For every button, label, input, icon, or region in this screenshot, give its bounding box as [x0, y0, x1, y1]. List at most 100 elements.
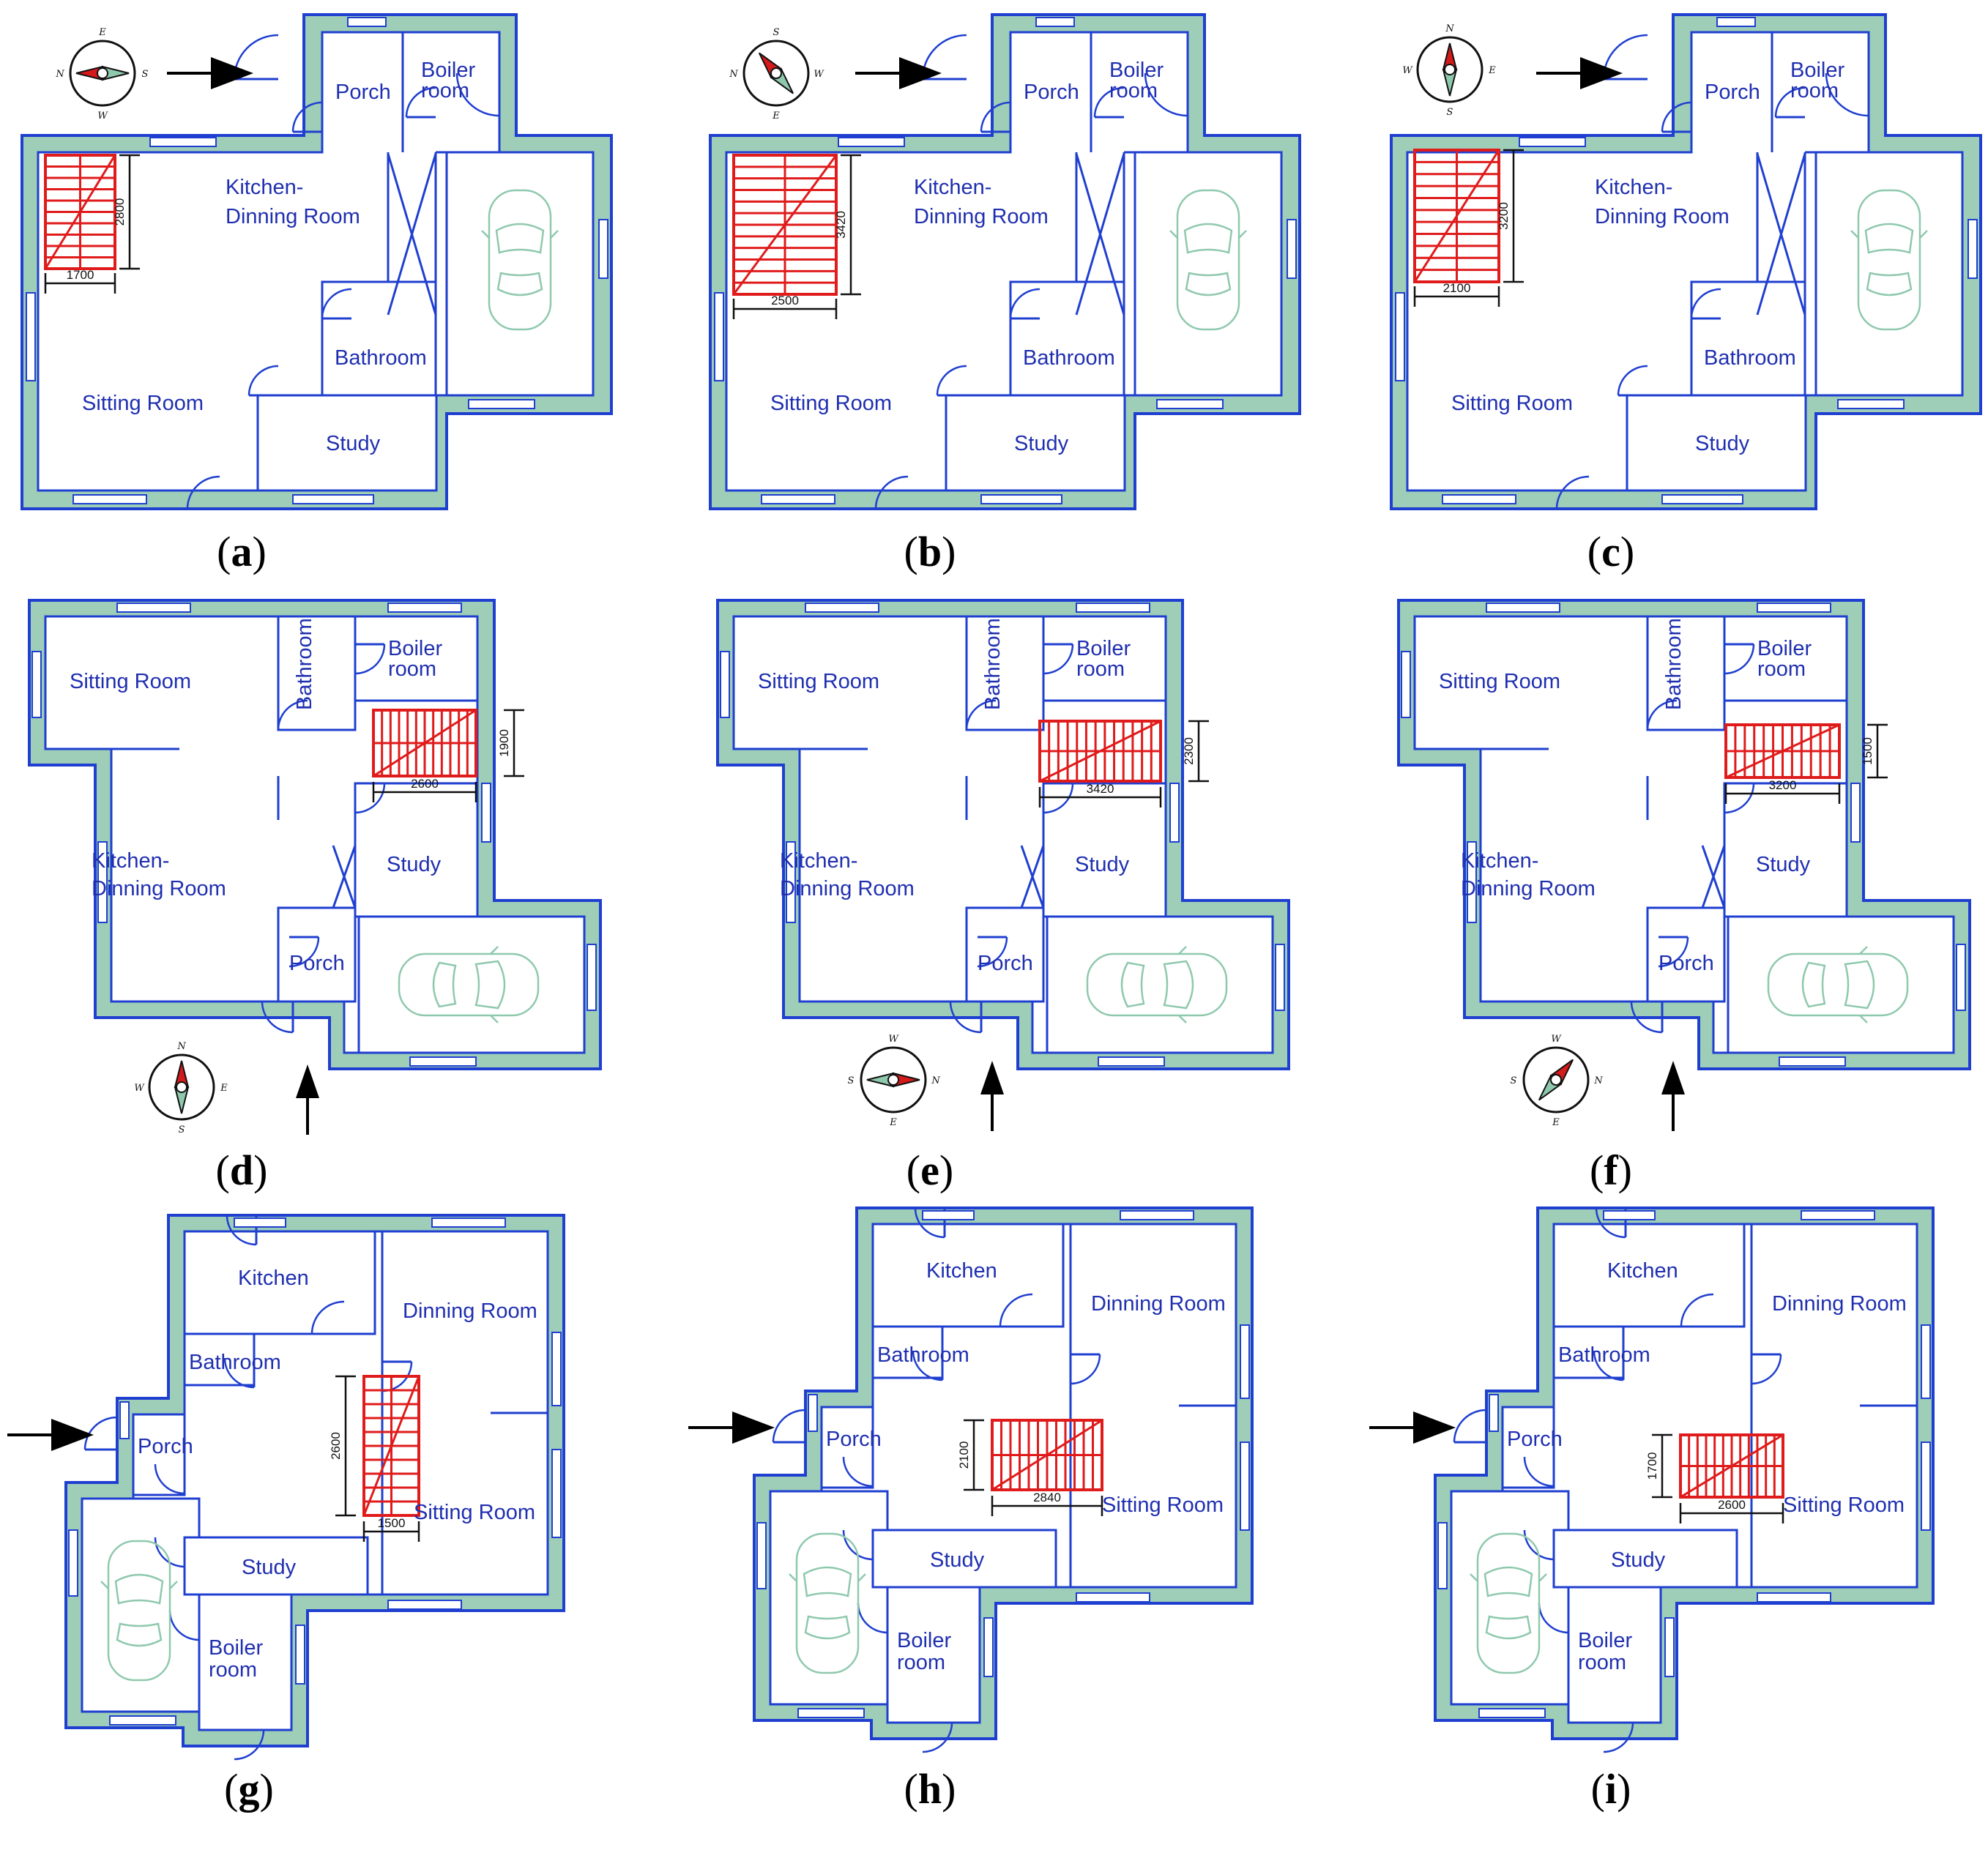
- dimension-horizontal: 2500: [771, 294, 799, 307]
- window: [1837, 399, 1905, 409]
- window: [68, 1529, 78, 1597]
- dimension-horizontal: 3200: [1769, 778, 1797, 792]
- car-rear-window: [1185, 272, 1232, 296]
- study-door: [247, 365, 279, 397]
- garage-room: [81, 1497, 201, 1713]
- window: [109, 1715, 176, 1726]
- caption-i: (i): [1538, 1764, 1684, 1813]
- door-arc: [1724, 644, 1755, 675]
- car-body: [398, 952, 540, 1017]
- window: [1603, 1210, 1656, 1220]
- porch-room: [965, 906, 1045, 1003]
- window: [761, 494, 835, 504]
- window: [786, 841, 796, 923]
- caption-paren-close: ): [252, 528, 267, 575]
- caption-paren-close: ): [1617, 1146, 1632, 1194]
- door-arc: [1680, 1293, 1714, 1327]
- label-boiler-room: room: [897, 1651, 945, 1674]
- door-arc: [1724, 783, 1755, 814]
- car-icon: [481, 189, 559, 331]
- caption-paren-open: (: [1587, 528, 1602, 575]
- door-arc: [936, 365, 967, 396]
- caption-letter: d: [229, 1146, 254, 1194]
- compass-needle: [75, 65, 130, 81]
- closet-cross: [1020, 845, 1045, 909]
- window: [1661, 494, 1743, 504]
- stair-winder: [44, 154, 116, 269]
- door-arc: [288, 936, 320, 968]
- label-kitchen: Kitchen: [926, 1259, 997, 1283]
- boiler-inner-door: [1093, 86, 1125, 119]
- boiler-inner-door: [405, 86, 436, 119]
- bathroom-door: [321, 288, 352, 320]
- caption-letter: f: [1604, 1146, 1618, 1194]
- bathroom-room: [321, 280, 437, 397]
- door-arc: [354, 783, 386, 814]
- label-study: Study: [1756, 853, 1811, 876]
- caption-letter: h: [917, 1765, 942, 1813]
- label-sitting-room: Sitting Room: [82, 392, 204, 415]
- study-door: [1724, 782, 1755, 814]
- window: [1169, 783, 1180, 843]
- label-sitting-room: Sitting Room: [1451, 392, 1573, 415]
- label-study: Study: [1014, 432, 1069, 455]
- study-door: [1617, 365, 1648, 397]
- car-rear-window: [116, 1622, 163, 1647]
- label-study: Study: [1611, 1548, 1666, 1572]
- bathroom-room: [277, 615, 357, 731]
- door-arc: [1603, 1722, 1634, 1753]
- window: [756, 1522, 767, 1589]
- window: [481, 783, 491, 843]
- label-porch: Porch: [138, 1435, 193, 1458]
- dimension-horizontal: 2600: [411, 777, 439, 791]
- porch-inner-door: [291, 101, 323, 133]
- caption-paren-open: (: [224, 1765, 239, 1813]
- door-arc: [1453, 1409, 1487, 1443]
- label-boiler-room: room: [1109, 79, 1158, 102]
- window: [119, 1401, 130, 1439]
- caption-letter: a: [231, 528, 253, 575]
- caption-paren-close: ): [939, 1146, 954, 1194]
- caption-paren-open: (: [1590, 1765, 1605, 1813]
- bathroom-door: [1680, 1293, 1714, 1328]
- window: [1076, 603, 1150, 613]
- caption-letter: c: [1601, 528, 1620, 575]
- garage-room: [445, 151, 595, 397]
- boiler-room: [198, 1593, 293, 1731]
- caption-paren-close: ): [942, 528, 956, 575]
- dimension-vertical: 1900: [497, 729, 511, 757]
- label-bathroom: Bathroom: [189, 1351, 281, 1374]
- label-study: Study: [387, 853, 442, 876]
- car-icon: [398, 946, 540, 1023]
- car-mirror: [857, 1573, 866, 1582]
- door-arc: [1690, 288, 1721, 319]
- study-room: [1042, 782, 1167, 918]
- window: [714, 292, 724, 381]
- window: [72, 494, 147, 504]
- compass-letter-bottom: E: [889, 1117, 897, 1128]
- label-dinning-room: Dinning Room: [914, 205, 1049, 228]
- car-windshield: [1483, 1566, 1533, 1597]
- window: [797, 1708, 865, 1718]
- bathroom-door: [999, 1293, 1033, 1328]
- window: [1967, 219, 1978, 279]
- window: [468, 399, 535, 409]
- caption-paren-open: (: [906, 1146, 921, 1194]
- door-arc: [1595, 1207, 1626, 1239]
- car-rear-window: [1866, 272, 1913, 296]
- car-rear-window: [432, 961, 457, 1008]
- dinning-door: [1751, 1353, 1782, 1385]
- dimension-vertical: 2600: [329, 1432, 343, 1460]
- window: [97, 841, 108, 923]
- porch-room: [132, 1413, 186, 1496]
- porch-door: [842, 1456, 874, 1488]
- compass-letter-top: E: [98, 27, 106, 38]
- door-arc: [83, 1416, 118, 1450]
- caption-paren-open: (: [904, 1765, 918, 1813]
- door-arc: [321, 288, 352, 319]
- compass-letter-bottom: S: [179, 1124, 185, 1135]
